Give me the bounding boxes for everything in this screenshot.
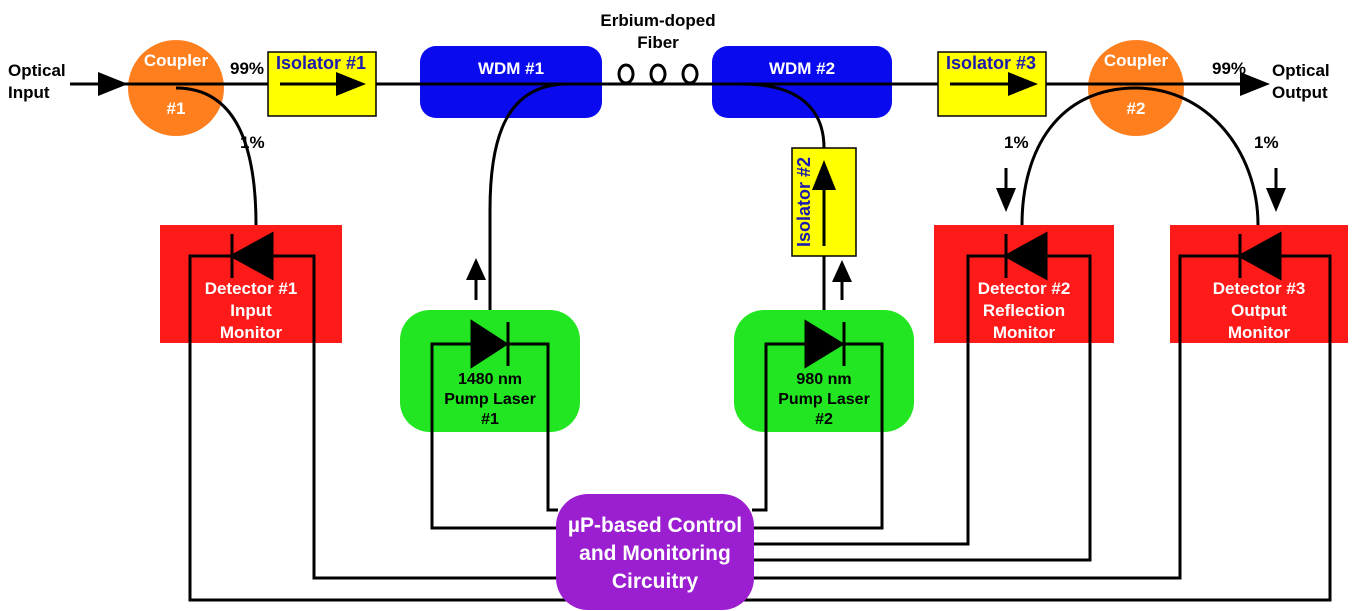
input-arrow	[98, 72, 128, 96]
coupler-2-tap-right	[1135, 86, 1260, 226]
wdm-2-tap	[741, 82, 826, 149]
coupler-2-label: Coupler	[1103, 51, 1169, 70]
isolator-2-label: Isolator #2	[794, 156, 814, 248]
pump-2-box	[734, 310, 914, 432]
pump-1-arrow-icon	[466, 258, 486, 280]
detector-2-diode-icon	[966, 231, 1092, 345]
wdm-1-box	[420, 46, 602, 118]
pump-2-diode-icon	[764, 319, 884, 432]
split-1-c2-left: 1%	[1004, 133, 1029, 152]
pump-1-label: 1480 nm Pump Laser #1	[444, 371, 536, 428]
control-label: µP-based Control and Monitoring Circuitr…	[567, 514, 743, 593]
optical-output-label: Optical Output	[1272, 61, 1330, 102]
pump-2-label: 980 nm Pump Laser #2	[778, 371, 870, 428]
split-99-right: 99%	[1212, 59, 1247, 78]
wdm-1-label: WDM #1	[477, 59, 545, 78]
split-1-c1: 1%	[240, 133, 265, 152]
isolator-1-label: Isolator #1	[276, 53, 367, 73]
coupler-2-number: #2	[1126, 99, 1146, 118]
isolator-2-arrow-icon	[812, 160, 836, 190]
control-wiring	[188, 343, 1332, 602]
erbium-fiber-coil-icon	[604, 63, 712, 86]
split-99-left: 99%	[230, 59, 265, 78]
coupler-1-label: Coupler	[143, 51, 209, 70]
erbium-fiber-label: Erbium-doped Fiber	[600, 11, 716, 52]
detector-3-arrow-icon	[1266, 188, 1286, 212]
detector-1-label: Detector #1 Input Monitor	[204, 279, 298, 342]
coupler-1-number: #1	[166, 99, 186, 118]
coupler-1-tap	[175, 86, 258, 226]
split-1-c2-right: 1%	[1254, 133, 1279, 152]
isolator-3-arrow-icon	[1008, 72, 1038, 96]
pump-1-diode-icon	[430, 319, 550, 432]
wdm-2-label: WDM #2	[768, 59, 836, 78]
detector-1-diode-icon	[188, 231, 316, 345]
control-box	[556, 494, 754, 610]
pump-1-box	[400, 310, 580, 432]
detector-3-label: Detector #3 Output Monitor	[1212, 279, 1306, 342]
optical-input-label: Optical Input	[8, 61, 66, 102]
detector-2-arrow-icon	[996, 188, 1016, 212]
wdm-1-tap	[488, 82, 569, 310]
detector-2-label: Detector #2 Reflection Monitor	[977, 279, 1071, 342]
coupler-2-tap-left	[1020, 86, 1137, 226]
pump-2-arrow-icon	[832, 260, 852, 282]
isolator-1-arrow-icon	[336, 72, 366, 96]
detector-3-diode-icon	[1178, 231, 1332, 345]
output-arrow	[1240, 72, 1270, 96]
wdm-2-box	[712, 46, 892, 118]
isolator-3-label: Isolator #3	[946, 53, 1037, 73]
